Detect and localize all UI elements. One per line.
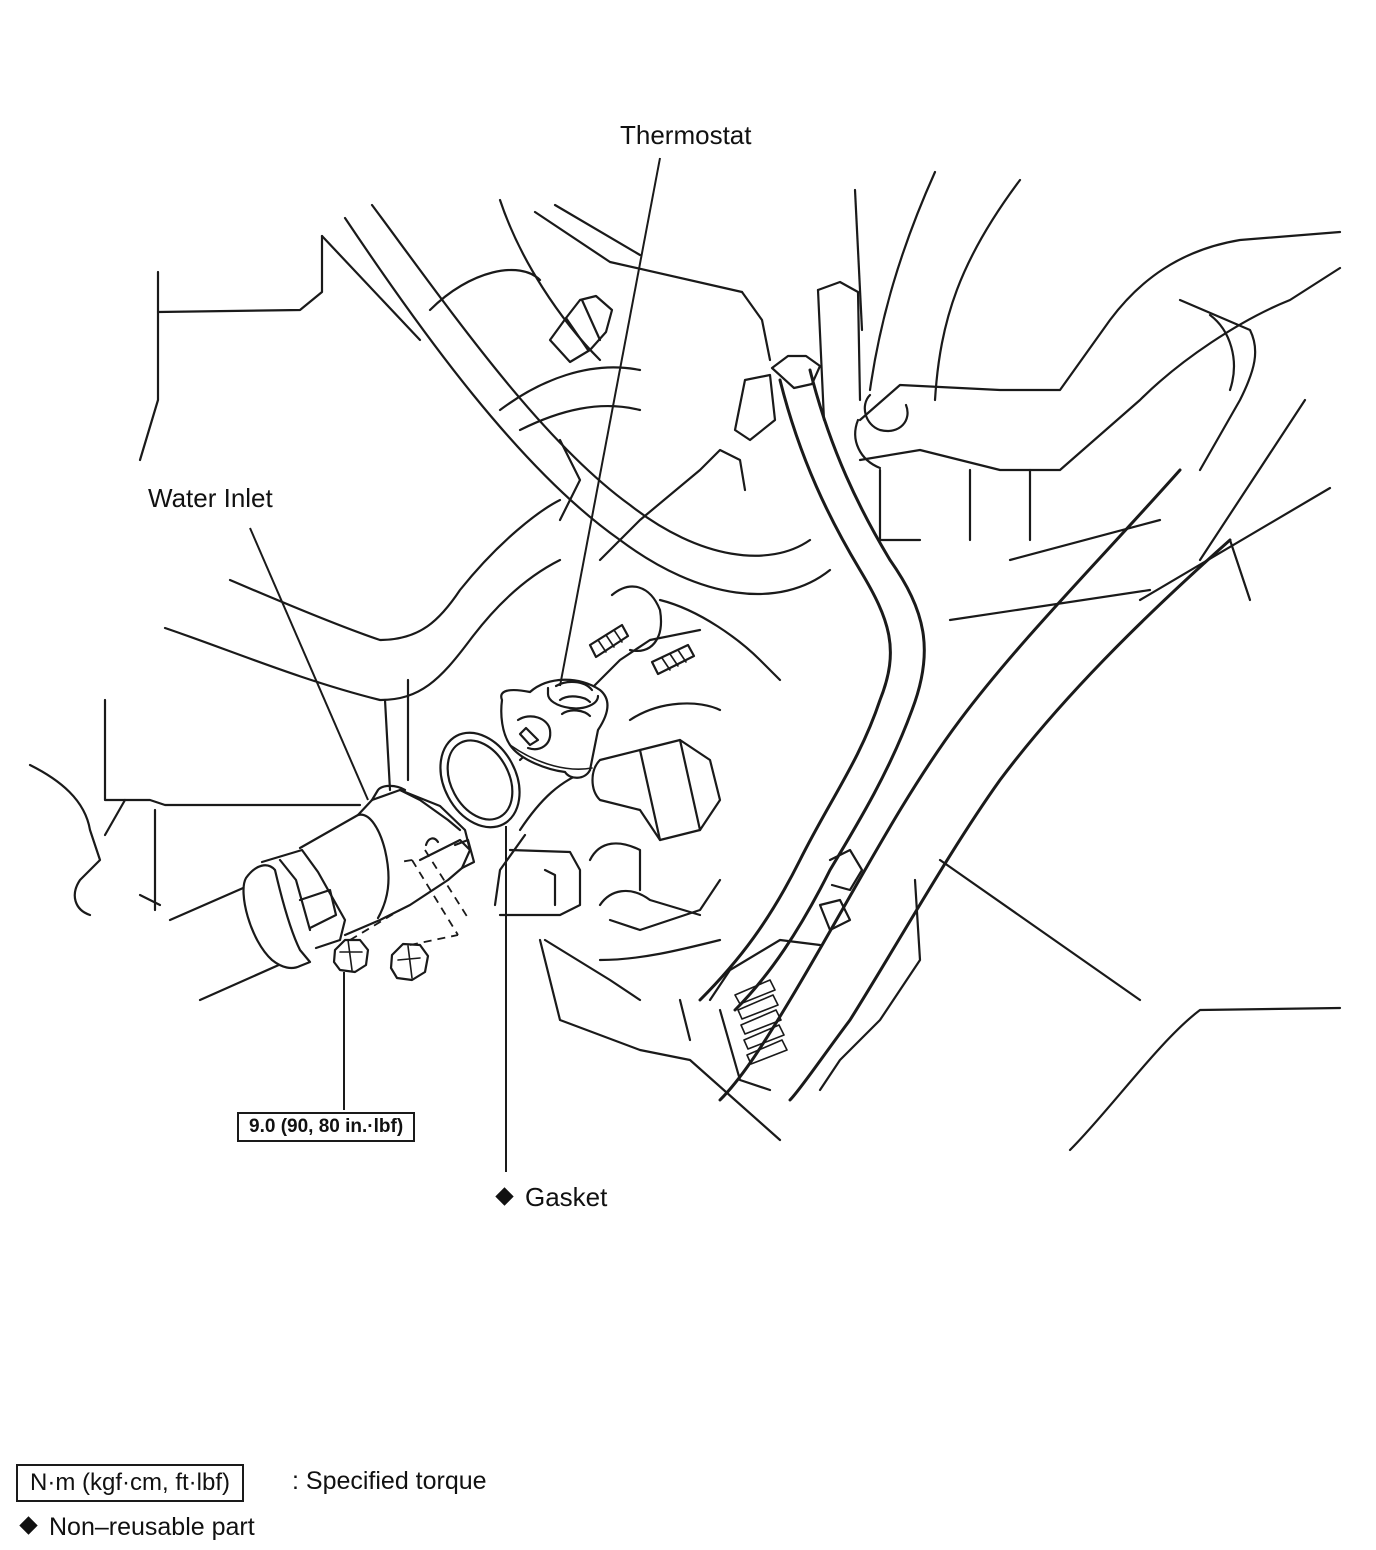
legend-non-reusable: Non–reusable part: [18, 1512, 255, 1542]
legend-torque-units: N·m (kgf·cm, ft·lbf): [16, 1464, 244, 1502]
gasket-part: [439, 731, 521, 829]
leader-lines: [249, 157, 661, 1172]
gasket-label-text: Gasket: [525, 1182, 608, 1212]
legend-non-reusable-text: Non–reusable part: [49, 1513, 255, 1541]
legend-torque-desc: : Specified torque: [292, 1467, 487, 1495]
torque-spec-box: 9.0 (90, 80 in.·lbf): [237, 1112, 416, 1142]
water-inlet-label: Water Inlet: [148, 483, 273, 513]
non-reusable-icon: [495, 1187, 514, 1206]
thermostat-part: [500, 678, 609, 779]
diamond-icon: [19, 1516, 38, 1535]
thermostat-leader: [559, 157, 661, 687]
gasket-label: Gasket: [494, 1182, 607, 1212]
water-inlet-part: [168, 784, 476, 1002]
water-inlet-leader: [249, 527, 369, 801]
studs: [588, 623, 696, 676]
engine-structure: [28, 170, 1342, 1152]
thermostat-label: Thermostat: [620, 120, 752, 150]
